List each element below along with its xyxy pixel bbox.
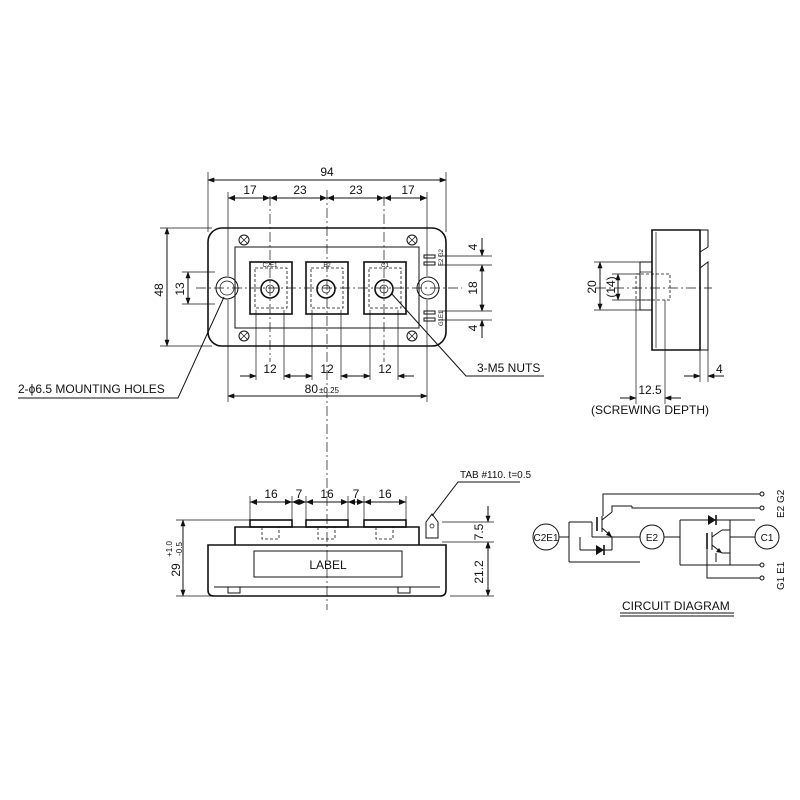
- dim-seg4: 17: [401, 183, 415, 197]
- leader-mounting-holes: [18, 296, 225, 399]
- dim-overall-width: 94: [320, 165, 334, 179]
- dim-right-mid: 18: [466, 281, 480, 295]
- dim-front-7-5: 7.5: [472, 523, 486, 540]
- dim-front-tol-minus: -0.5: [175, 542, 184, 556]
- node-c1-label: C1: [761, 533, 774, 544]
- pin-label-e2g2: E2 G2: [776, 489, 787, 518]
- leader-tab: [431, 481, 520, 517]
- terminal-label-c2e1: C2E1: [262, 263, 278, 269]
- dim-hole-pitch: 13: [173, 282, 187, 296]
- dim-seg1: 17: [243, 183, 257, 197]
- dim-right-bot: 4: [466, 324, 480, 331]
- dim-terminal-w2: 12: [320, 362, 334, 376]
- circuit-caption: CIRCUIT DIAGRAM: [622, 599, 730, 613]
- gate-label-e2g2: E2 G2: [439, 248, 445, 266]
- dim-front-height: 29: [169, 563, 183, 577]
- callout-nuts: 3-M5 NUTS: [477, 361, 540, 375]
- dim-terminal-w3: 12: [378, 362, 392, 376]
- dim-side-12-5: 12.5: [638, 383, 662, 397]
- side-view: 20 (14) 12.5 4 (SCREWING DEPTH): [585, 229, 724, 417]
- top-view: C2E1 E2 C1 E2 G2 G1E1 94 17 23 23 17: [18, 165, 544, 610]
- dim-right-top: 4: [466, 243, 480, 250]
- dim-mount-pitch: 80: [305, 382, 319, 396]
- node-e2-label: E2: [646, 533, 659, 544]
- callout-tab: TAB #110. t=0.5: [460, 470, 532, 481]
- circuit-diagram: C2E1 E2 C1: [532, 489, 787, 617]
- terminal-label-c1: C1: [381, 263, 389, 269]
- dim-seg2: 23: [293, 183, 307, 197]
- gate-tab-pins: [423, 254, 436, 322]
- dim-front-4: 7: [353, 487, 360, 501]
- dim-side-14: (14): [604, 276, 618, 297]
- corner-screw-icon: [238, 234, 418, 342]
- dim-front-21-2: 21.2: [472, 560, 486, 584]
- front-base: [207, 544, 447, 597]
- dim-terminal-w1: 12: [263, 362, 277, 376]
- label-box: [253, 550, 403, 578]
- dim-front-1: 16: [264, 487, 278, 501]
- dim-height: 48: [152, 283, 166, 297]
- gate-tab: [425, 513, 439, 539]
- dim-front-5: 16: [378, 487, 392, 501]
- dim-side-20: 20: [585, 280, 599, 294]
- pin-label-g1e1: G1 E1: [776, 561, 787, 590]
- dim-front-3: 16: [320, 487, 334, 501]
- label-text: LABEL: [309, 558, 347, 572]
- dim-seg3: 23: [349, 183, 363, 197]
- gate-label-g1e1: G1E1: [439, 310, 445, 326]
- dim-side-4: 4: [716, 362, 723, 376]
- dim-mount-tol: ±0.25: [319, 386, 340, 395]
- front-view: LABEL TAB #110. t=0.5 16 7 16 7 16 29 +1…: [165, 470, 532, 597]
- caption-screwing-depth: (SCREWING DEPTH): [591, 403, 709, 417]
- side-body: [651, 229, 701, 351]
- callout-mounting-holes: 2-ϕ6.5 MOUNTING HOLES: [18, 382, 165, 396]
- dim-front-tol-plus: +1.0: [165, 541, 174, 557]
- dim-front-2: 7: [296, 487, 303, 501]
- node-c2e1-label: C2E1: [533, 533, 558, 544]
- leader-nuts: [390, 292, 544, 377]
